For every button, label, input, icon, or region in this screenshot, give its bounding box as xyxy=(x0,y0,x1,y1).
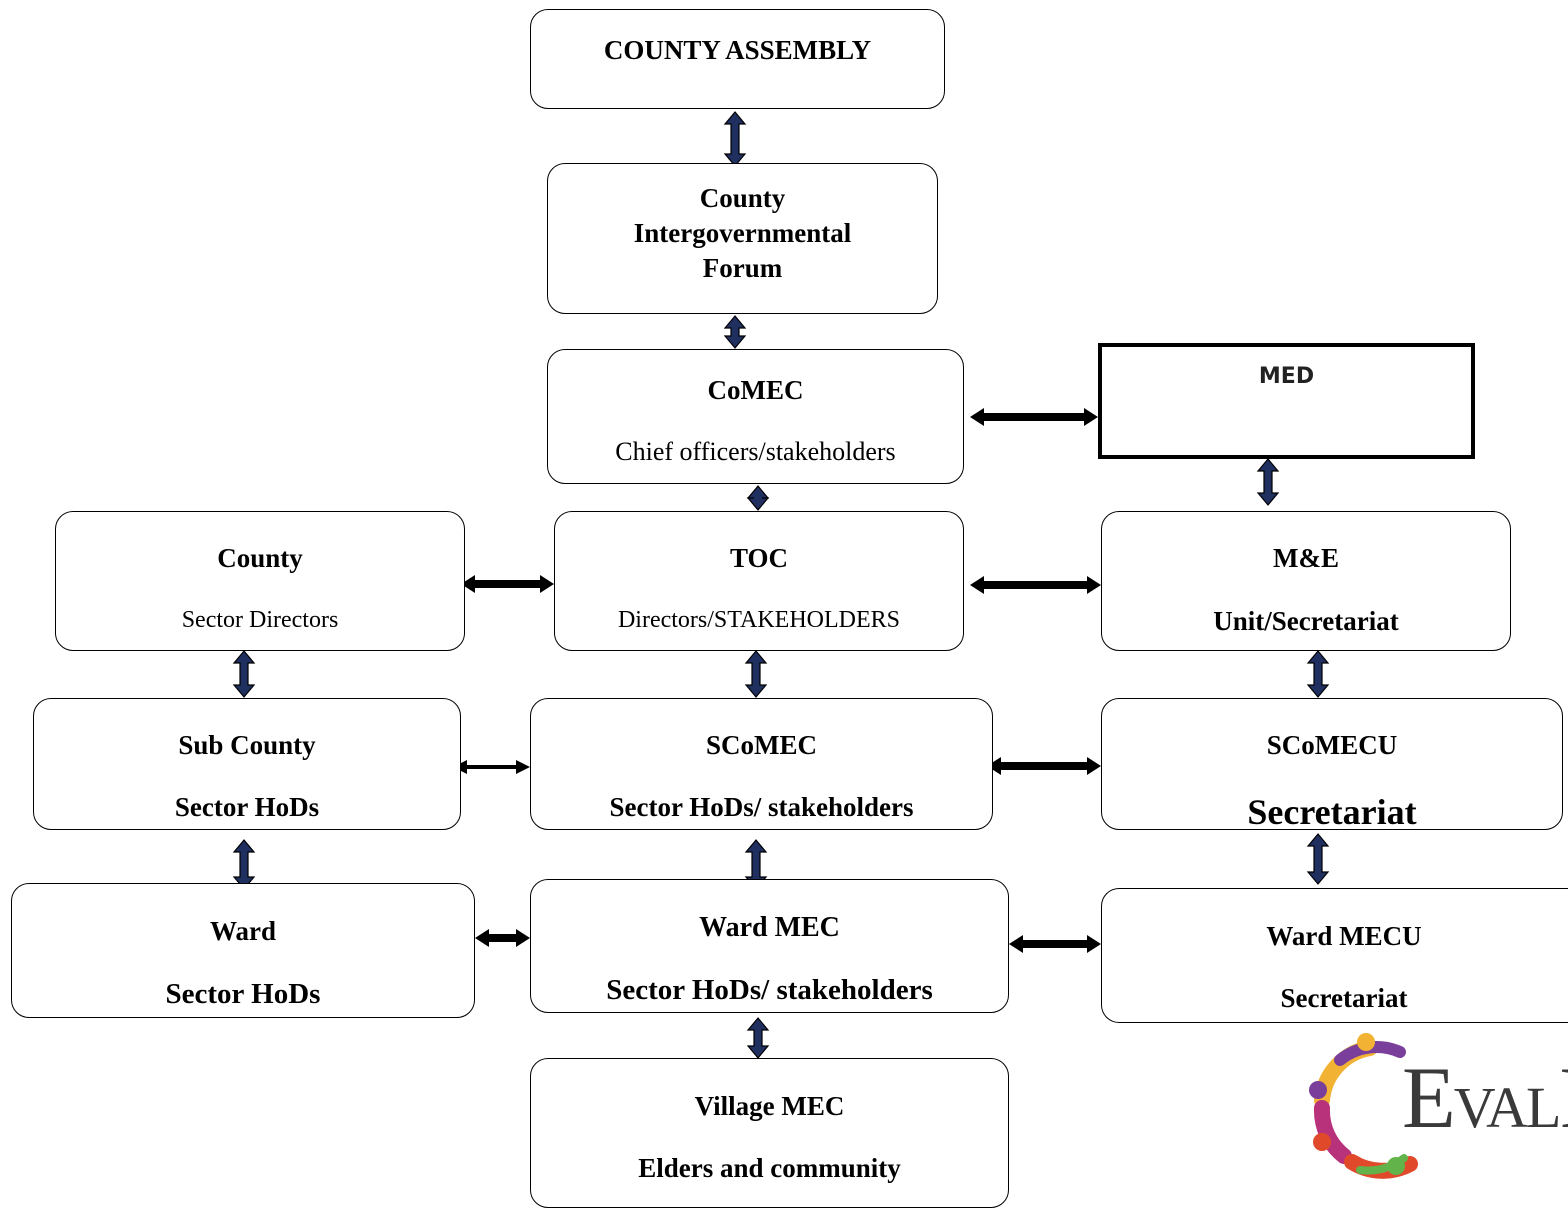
arrow-med-me xyxy=(1256,458,1280,506)
county-title: County xyxy=(217,543,303,573)
toc-box: TOC Directors/STAKEHOLDERS xyxy=(554,511,964,651)
comec-box: CoMEC Chief officers/stakeholders xyxy=(547,349,964,484)
arrow-comec-toc xyxy=(746,485,770,511)
arrow-comec-med xyxy=(970,408,1098,426)
ward-mec-subtitle: Sector HoDs/ stakeholders xyxy=(606,974,933,1006)
county-box: County Sector Directors xyxy=(55,511,465,651)
ward-mecu-subtitle: Secretariat xyxy=(1280,983,1408,1013)
scomec-box: SCoMEC Sector HoDs/ stakeholders xyxy=(530,698,993,830)
evalp-logo: EVALP xyxy=(1300,1030,1568,1186)
subcounty-subtitle: Sector HoDs xyxy=(174,792,320,822)
arrow-county-subcounty xyxy=(232,650,256,698)
arrow-wardmec-wardmecu xyxy=(1009,935,1101,953)
me-box: M&E Unit/Secretariat xyxy=(1101,511,1511,651)
arrow-toc-scomec xyxy=(744,650,768,698)
me-subtitle: Unit/Secretariat xyxy=(1213,606,1399,636)
scomecu-subtitle: Secretariat xyxy=(1247,792,1417,832)
arrow-wardmec-villagemec xyxy=(746,1017,770,1059)
village-mec-subtitle: Elders and community xyxy=(638,1153,901,1183)
county-assembly-box: COUNTY ASSEMBLY xyxy=(530,9,945,109)
arrow-county-toc xyxy=(461,575,554,593)
ward-title: Ward xyxy=(209,916,276,946)
ward-box: Ward Sector HoDs xyxy=(11,883,475,1018)
ward-mec-box: Ward MEC Sector HoDs/ stakeholders xyxy=(530,879,1009,1013)
arrow-me-scomecu xyxy=(1306,650,1330,698)
toc-title: TOC xyxy=(729,543,789,573)
med-title: MED xyxy=(1258,364,1315,389)
intergovernmental-forum-box: County Intergovernmental Forum xyxy=(547,163,938,314)
intergov-line1: County xyxy=(699,183,786,213)
arrow-scomecu-wardmecu xyxy=(1306,833,1330,885)
comec-title: CoMEC xyxy=(707,375,804,405)
subcounty-box: Sub County Sector HoDs xyxy=(33,698,461,830)
arrow-subcounty-scomec xyxy=(453,760,530,774)
arrow-assembly-intergov xyxy=(723,111,747,167)
county-subtitle: Sector Directors xyxy=(181,607,339,633)
comec-subtitle: Chief officers/stakeholders xyxy=(615,437,896,466)
ward-subtitle: Sector HoDs xyxy=(165,978,321,1010)
village-mec-title: Village MEC xyxy=(694,1091,845,1121)
scomec-title: SCoMEC xyxy=(705,730,817,760)
ward-mecu-title: Ward MECU xyxy=(1266,921,1422,951)
intergov-line2: Intergovernmental xyxy=(633,218,852,248)
scomecu-title: SCoMECU xyxy=(1266,730,1398,760)
me-title: M&E xyxy=(1273,543,1339,573)
arrow-ward-wardmec xyxy=(475,929,530,947)
scomec-subtitle: Sector HoDs/ stakeholders xyxy=(609,792,914,822)
ward-mec-title: Ward MEC xyxy=(699,912,840,943)
subcounty-title: Sub County xyxy=(178,730,316,760)
village-mec-box: Village MEC Elders and community xyxy=(530,1058,1009,1208)
evalp-logo-mark xyxy=(1309,1033,1418,1179)
arrow-intergov-comec xyxy=(723,315,747,349)
county-assembly-title: COUNTY ASSEMBLY xyxy=(603,35,872,65)
toc-subtitle: Directors/STAKEHOLDERS xyxy=(617,607,901,633)
scomecu-box: SCoMECU Secretariat xyxy=(1101,698,1563,830)
arrow-toc-me xyxy=(970,576,1101,594)
evalp-logo-wordmark: EVALP xyxy=(1402,1050,1568,1147)
intergov-line3: Forum xyxy=(702,253,783,283)
ward-mecu-box: Ward MECU Secretariat xyxy=(1101,888,1568,1023)
arrow-subcounty-ward xyxy=(232,839,256,890)
med-box: MED xyxy=(1098,343,1475,459)
arrow-scomec-scomecu xyxy=(987,757,1101,775)
